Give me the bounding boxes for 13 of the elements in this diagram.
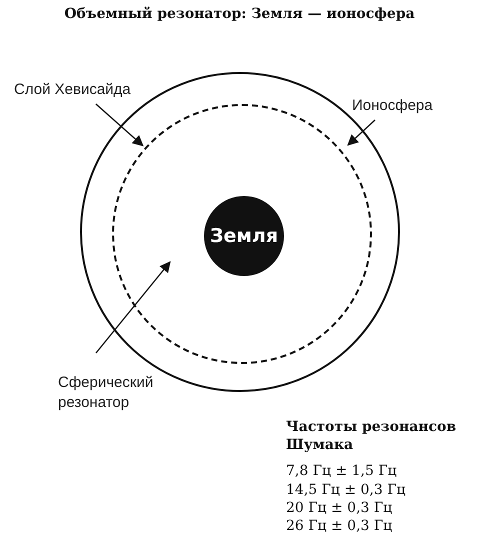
frequency-text: 7,8 Гц ± 1,5 Гц (286, 462, 398, 481)
frequency-text: 20 Гц ± 0,3 Гц (286, 498, 394, 517)
label-text: Ионосфера (352, 96, 452, 116)
leader-line (347, 120, 376, 146)
leader-line (95, 104, 144, 146)
frequency-text: 14,5 Гц ± 0,3 Гц (286, 480, 407, 499)
diagram-title: Объемный резонатор: Земля — ионосфера (63, 6, 416, 22)
frequency-text: 26 Гц ± 0,3 Гц (286, 516, 394, 536)
label-text: Слой Хевисайда (14, 80, 144, 100)
leader-line (96, 261, 171, 354)
earth-label: Земля (210, 225, 278, 247)
table-heading: Частоты резонансов Шумака (286, 418, 458, 454)
label-text: Сферический резонатор (58, 373, 158, 414)
